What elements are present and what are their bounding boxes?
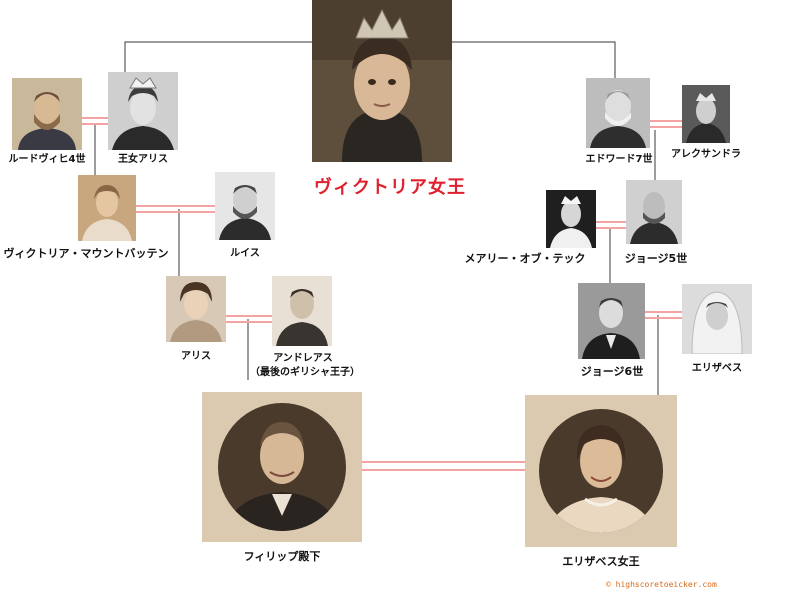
elizabeth-mother-portrait [682,284,752,354]
line-victoria-to-alice [124,41,312,72]
man-beard-portrait-icon [626,180,682,244]
alexandra-portrait [682,85,730,143]
edward-portrait [586,78,650,148]
man-uniform-portrait-icon [12,78,82,150]
louis-portrait [215,172,275,240]
victoria-portrait [312,0,452,162]
george6-portrait [578,283,645,359]
victoria-label: ヴィクトリア女王 [314,177,466,198]
woman-veil-portrait-icon [682,284,752,354]
alice-portrait [166,276,226,342]
george5-portrait [626,180,682,244]
man-circle-portrait-icon [202,392,362,542]
woman-portrait-icon [166,276,226,342]
philip-portrait [202,392,362,542]
alice-princess-portrait [108,72,178,150]
alexandra-label: アレクサンドラ [671,149,741,160]
woman-portrait-icon [78,175,136,241]
woman-tiara-portrait-icon [682,85,730,143]
andreas-note-label: （最後のギリシャ王子） [250,367,360,378]
george5-label: ジョージ5世 [624,252,688,265]
edward-label: エドワード7世 [585,154,653,165]
philip-label: フィリップ殿下 [243,550,321,563]
elizabeth-queen-label: エリザベス女王 [562,555,640,568]
mary-portrait [546,190,596,248]
alice-princess-label: 王女アリス [118,154,168,165]
woman-tiara-portrait-icon [108,72,178,150]
man-beard-portrait-icon [586,78,650,148]
elizabeth-queen-portrait [525,395,677,547]
victoria-mb-portrait [78,175,136,241]
woman-tiara-portrait-icon [546,190,596,248]
woman-circle-portrait-icon [525,395,677,547]
line-victoria-to-edward [452,41,616,78]
mary-label: メアリー・オブ・テック [464,252,586,265]
man-portrait-icon [272,276,332,346]
queen-victoria-portrait-icon [312,0,452,162]
alice-label: アリス [181,351,211,362]
george6-label: ジョージ6世 [580,365,644,378]
ludwig-portrait [12,78,82,150]
copyright-notice: © highscoretoeicker.com [606,580,717,589]
ludwig-label: ルードヴィヒ4世 [8,154,86,165]
man-beard-portrait-icon [215,172,275,240]
elizabeth-mother-label: エリザベス [691,363,743,374]
victoria-mb-label: ヴィクトリア・マウントバッテン [3,247,169,260]
louis-label: ルイス [230,248,260,259]
man-suit-portrait-icon [578,283,645,359]
andreas-portrait [272,276,332,346]
andreas-label: アンドレアス [273,353,333,364]
